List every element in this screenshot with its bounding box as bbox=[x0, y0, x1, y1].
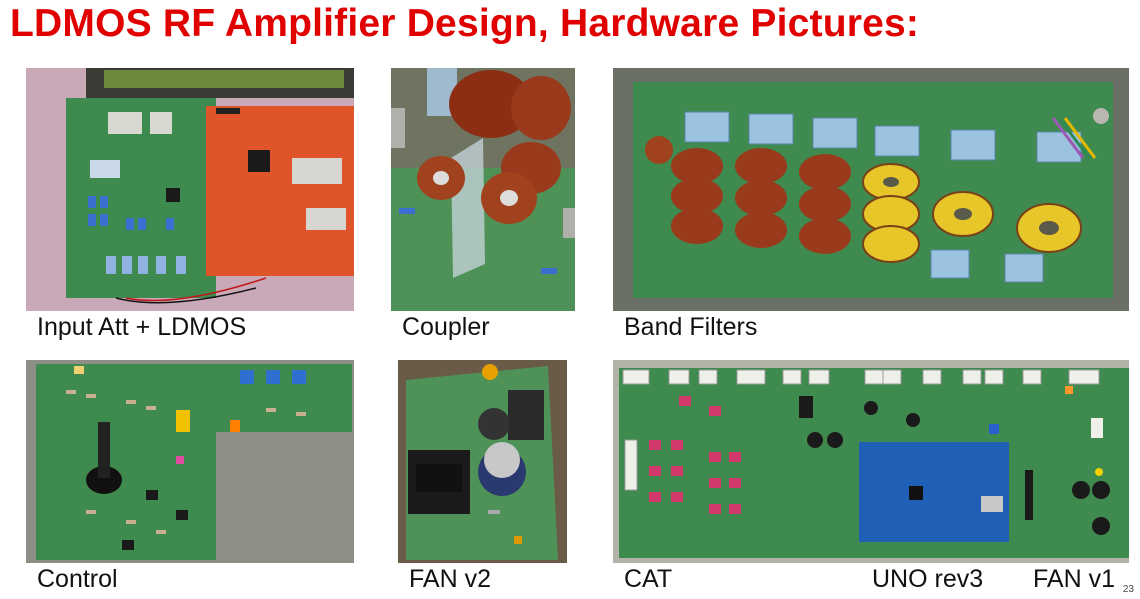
caption-cat: CAT bbox=[624, 565, 673, 593]
caption-uno-rev3: UNO rev3 bbox=[872, 565, 984, 593]
caption-fan-v1: FAN v1 bbox=[1033, 565, 1115, 593]
caption-fan-v2: FAN v2 bbox=[409, 565, 491, 593]
input-att-ldmos-photo bbox=[26, 68, 354, 311]
caption-coupler: Coupler bbox=[402, 313, 490, 341]
page-number: 23 bbox=[1122, 584, 1134, 595]
band-filters-photo bbox=[613, 68, 1129, 311]
caption-input-att-ldmos: Input Att + LDMOS bbox=[37, 313, 247, 341]
coupler-photo bbox=[391, 68, 575, 311]
caption-band-filters: Band Filters bbox=[624, 313, 758, 341]
caption-control: Control bbox=[37, 565, 118, 593]
slide-title: LDMOS RF Amplifier Design, Hardware Pict… bbox=[10, 2, 920, 45]
control-photo bbox=[26, 360, 354, 563]
cat-uno-fan-v1-photo bbox=[613, 360, 1129, 563]
fan-v2-photo bbox=[398, 360, 567, 563]
